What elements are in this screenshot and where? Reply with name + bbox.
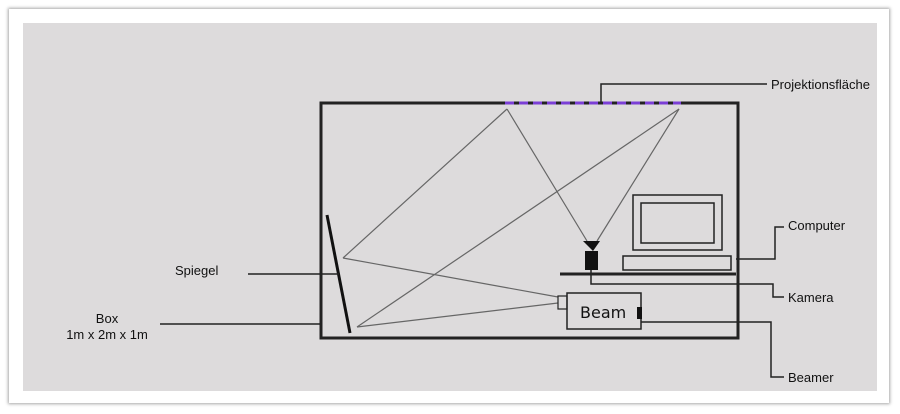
label-projection-surface: Projektionsfläche [771,77,870,92]
label-box-dimensions: 1m x 2m x 1m [66,327,148,342]
light-rays [342,108,680,328]
leader-beamer [641,321,784,378]
leader-projection [600,83,767,103]
label-mirror: Spiegel [175,263,218,278]
beamer-device: Beam [557,292,642,330]
leader-camera [590,270,784,298]
camera [583,241,600,270]
label-camera: Kamera [788,290,834,305]
box-outline [319,101,740,340]
label-box-title: Box [96,311,119,326]
computer-monitor [632,194,723,251]
computer-keyboard [622,255,732,271]
label-beamer: Beamer [788,370,834,385]
leader-lines [160,83,784,378]
leader-computer [736,226,784,260]
beamer-device-label: Beam [580,303,626,322]
label-computer: Computer [788,218,846,233]
